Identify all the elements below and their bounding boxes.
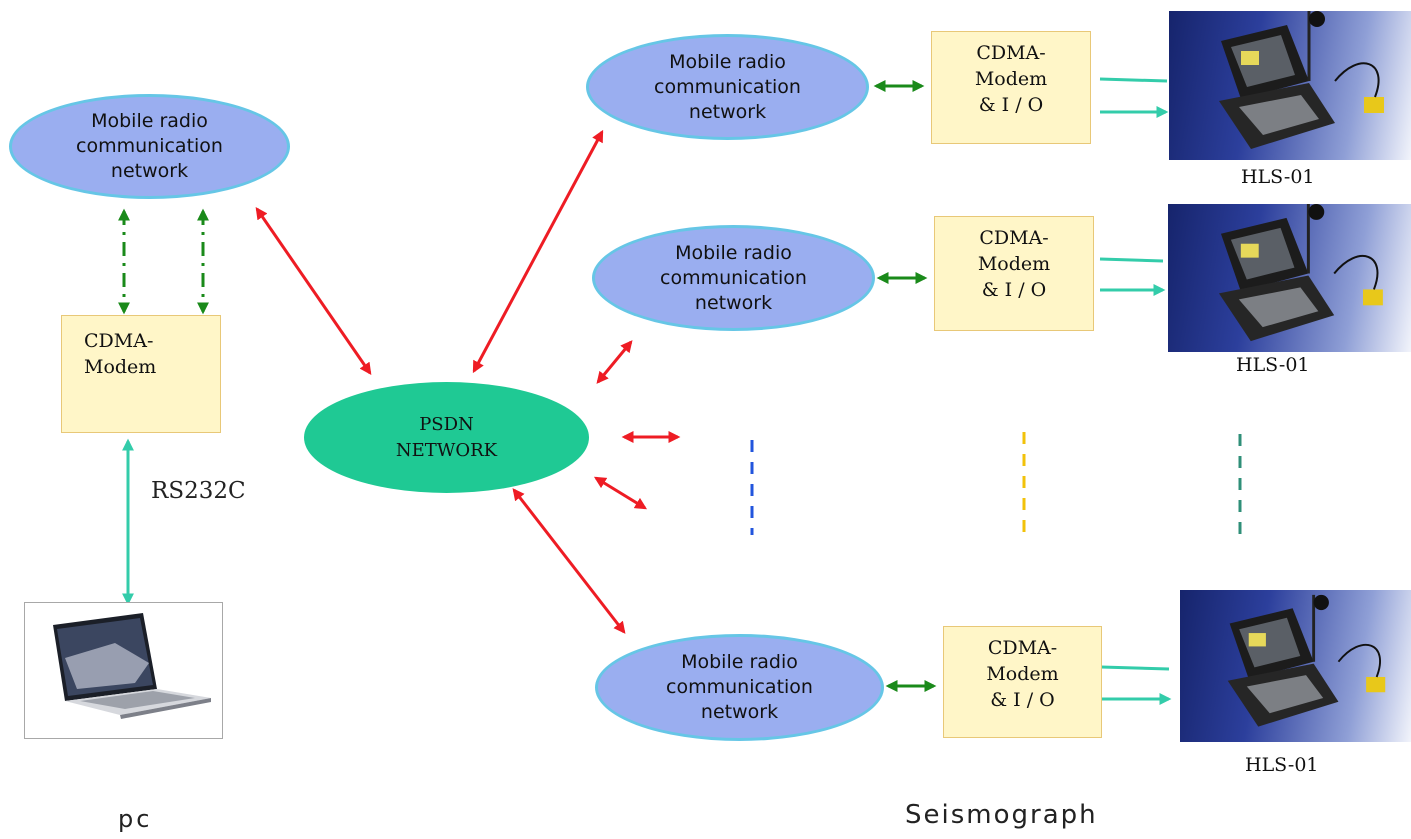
cdma-modem-io-2: CDMA- Modem & I / O (934, 216, 1094, 331)
link-psdn-lower (593, 476, 648, 510)
mobile-network-3: Mobile radio communication network (595, 634, 884, 741)
laptop-icon (53, 613, 211, 719)
seismograph-device-1 (1169, 11, 1411, 160)
mobile-network-pc-side: Mobile radio communication network (9, 94, 290, 199)
link-psdn-left-network (255, 207, 372, 375)
seismograph-icon (1219, 11, 1384, 149)
cdma-modem-io-3: CDMA- Modem & I / O (943, 626, 1102, 738)
psdn-network: PSDN NETWORK (304, 382, 589, 493)
pc-label: pc (118, 805, 153, 833)
seismograph-icon (1227, 594, 1386, 727)
mobile-network-1: Mobile radio communication network (586, 34, 869, 140)
seismograph-device-3 (1180, 590, 1411, 742)
device-label-3: HLS-01 (1245, 754, 1319, 776)
device-label-1: HLS-01 (1241, 166, 1315, 188)
seismograph-icon (1218, 204, 1383, 342)
rs232c-label: RS232C (151, 478, 246, 504)
pc-laptop-image (24, 602, 223, 739)
mobile-network-2: Mobile radio communication network (592, 225, 875, 331)
link-modem-1-device-1-a (1099, 77, 1168, 83)
cdma-modem-pc: CDMA- Modem (61, 315, 221, 433)
seismograph-device-2 (1168, 204, 1411, 352)
link-psdn-network-3 (512, 488, 626, 634)
link-modem-2-device-2-a (1099, 257, 1164, 263)
link-modem-3-device-3-a (1100, 665, 1170, 671)
link-psdn-network-2 (596, 340, 633, 384)
seismograph-label: Seismograph (905, 800, 1098, 830)
cdma-modem-io-1: CDMA- Modem & I / O (931, 31, 1091, 144)
device-label-2: HLS-01 (1236, 354, 1310, 376)
link-psdn-network-1 (472, 129, 604, 374)
